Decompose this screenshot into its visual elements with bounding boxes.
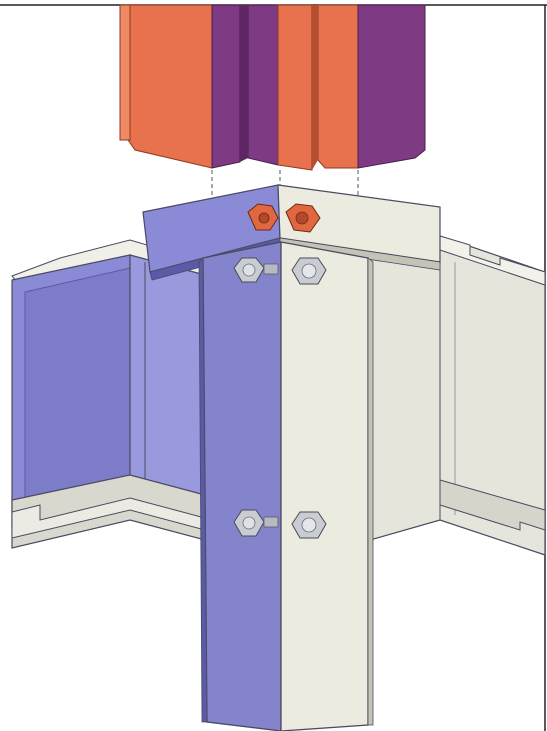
column-mid-purple (247, 4, 279, 166)
split-column (119, 4, 426, 200)
hex-bolt-icon (233, 257, 327, 539)
column-right-orange2 (317, 4, 359, 169)
angle-bracket-right-edge (367, 257, 374, 726)
column-right-orange (277, 4, 313, 171)
angle-bracket (198, 241, 374, 731)
column-gap-left (240, 5, 248, 162)
channel-right-top-lip (439, 235, 546, 286)
channel-right-bottom-lip (439, 479, 546, 531)
column-gap-right (312, 5, 318, 170)
nut-right-hole (295, 211, 309, 225)
column-left-purple (211, 4, 241, 169)
angle-bracket-left-leg (202, 241, 282, 731)
bolt-lower-right (291, 511, 327, 539)
bolt-lower-left (233, 509, 279, 537)
column-left-orange-fold (119, 4, 131, 141)
angle-bracket-left-edge (198, 257, 208, 723)
nut-left-hole (258, 212, 270, 224)
column-right-purple (357, 4, 426, 169)
angle-bracket-right-leg (280, 241, 369, 731)
bolt-upper-left (233, 257, 279, 283)
column-left-orange (127, 4, 213, 169)
hex-nut-icon (247, 203, 321, 233)
channel-beam (11, 235, 546, 556)
bolt-upper-right (291, 257, 327, 285)
